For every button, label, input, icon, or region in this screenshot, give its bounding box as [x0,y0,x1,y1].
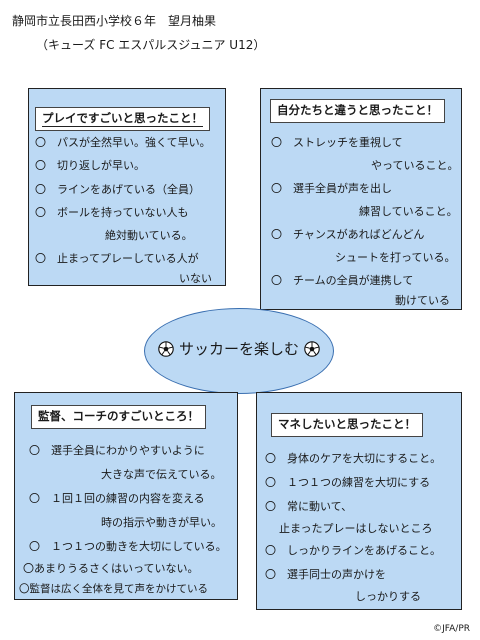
center-label: サッカーを楽しむ [144,341,334,357]
box-differences-title: 自分たちと違うと思ったこと！ [270,99,445,123]
header-school-name: 静岡市立長田西小学校６年 望月柚果 [12,14,217,28]
list-item: 絶対動いている。 [105,229,193,242]
list-item: 〇ストレッチを重視して [271,136,403,149]
center-text: サッカーを楽しむ [178,340,299,358]
center-oval [144,308,334,394]
list-item: シュートを打っている。 [335,251,456,264]
list-item: 〇チームの全員が連携して [271,274,414,287]
box-want-to-copy-title: マネしたいと思ったこと！ [271,413,423,437]
list-item: 〇しっかりラインをあげること。 [265,544,441,557]
header-team-name: （キューズ FC エスパルスジュニア U12） [36,38,266,52]
box-coach-strengths: 監督、コーチのすごいところ！ 〇選手全員にわかりやすいように 大きな声で伝えてい… [14,392,238,600]
box-coach-strengths-title: 監督、コーチのすごいところ！ [31,405,206,429]
list-item: いない [179,272,212,285]
list-item: 時の指示や動きが早い。 [101,516,222,529]
list-item: 〇チャンスがあればどんどん [271,228,425,241]
copyright-credit: ©JFA/PR [433,624,470,634]
soccer-ball-icon [158,341,174,357]
list-item: やっていること。 [371,159,459,172]
list-item: 練習していること。 [359,205,458,218]
list-item: 〇パスが全然早い。強くて早い。 [35,136,211,149]
list-item: 〇選手全員が声を出し [271,182,392,195]
list-item: 〇ラインをあげている（全員） [35,183,200,196]
list-item: しっかりする [355,590,421,603]
list-item: 〇切り返しが早い。 [35,159,145,172]
list-item: 止まったプレーはしないところ [279,522,433,535]
list-item: 〇身体のケアを大切にすること。 [265,452,442,465]
box-play-impressions: プレイですごいと思ったこと！ 〇パスが全然早い。強くて早い。 〇切り返しが早い。… [28,88,226,286]
list-item: 〇選手全員にわかりやすいように [29,444,205,457]
box-differences: 自分たちと違うと思ったこと！ 〇ストレッチを重視して やっていること。 〇選手全… [260,88,462,310]
list-item: 〇監督は広く全体を見て声をかけている [19,583,208,595]
list-item: 〇常に動いて、 [265,500,353,513]
list-item: 〇選手同士の声かけを [265,568,386,581]
box-play-impressions-title: プレイですごいと思ったこと！ [35,107,210,131]
list-item: 〇あまりうるさくはいっていない。 [23,562,199,575]
list-item: 〇止まってプレーしている人が [35,252,199,265]
list-item: 〇ボールを持っていない人も [35,206,189,219]
list-item: 動けている [395,294,450,307]
soccer-ball-icon [304,341,320,357]
list-item: 大きな声で伝えている。 [101,468,222,481]
